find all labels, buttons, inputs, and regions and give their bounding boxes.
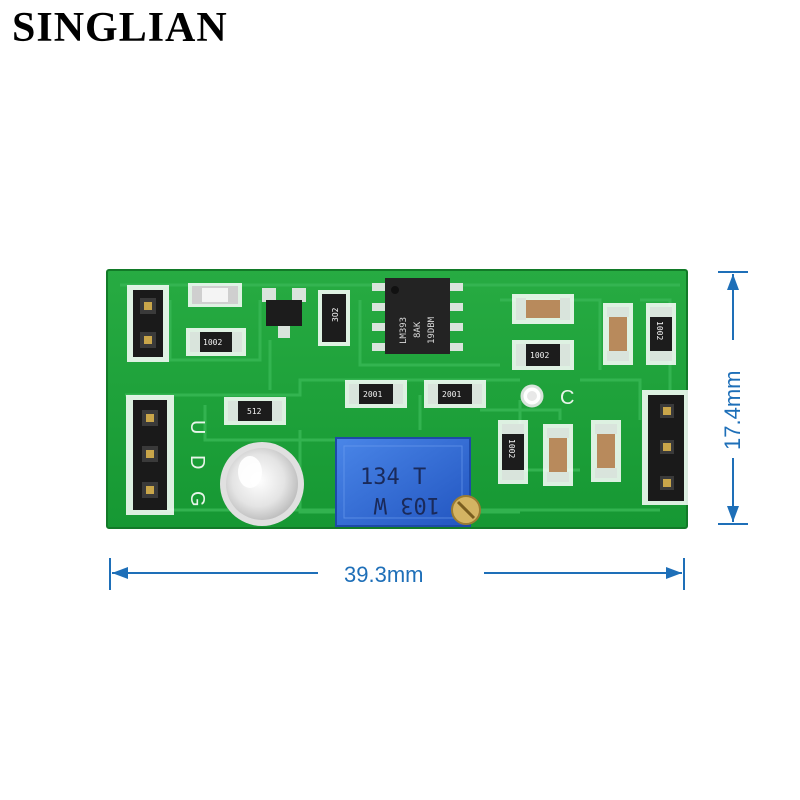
three-pin-header-right xyxy=(642,390,688,505)
device-3o2-label: 3O2 xyxy=(331,307,340,322)
chip-label-2: 8AK xyxy=(413,321,423,338)
pin-label-g: G xyxy=(186,491,208,507)
resistor-r4-label: 2001 xyxy=(442,390,461,399)
resistor-r3: 2001 xyxy=(345,380,407,408)
width-label: 39.3mm xyxy=(344,562,423,587)
height-label: 17.4mm xyxy=(720,371,745,450)
chip-label-3: 19DBM xyxy=(427,316,437,344)
chip-label-1: LM393 xyxy=(399,317,409,344)
resistor-r6-label: 1002 xyxy=(655,321,664,340)
resistor-r2: 512 xyxy=(224,397,286,425)
resistor-r2-label: 512 xyxy=(247,407,262,416)
round-sensor xyxy=(220,442,304,526)
resistor-r6: 1002 xyxy=(646,303,676,365)
capacitor-c2 xyxy=(603,303,633,365)
pin-label-d: D xyxy=(186,455,208,469)
resistor-r7: 1002 xyxy=(498,420,528,484)
height-dimension xyxy=(718,271,748,525)
pot-label-1: 134 T xyxy=(360,465,426,490)
comparator-chip: LM393 8AK 19DBM xyxy=(372,278,463,354)
capacitor-c1 xyxy=(512,294,574,324)
smd-led xyxy=(188,283,242,307)
capacitor-c3 xyxy=(543,424,573,486)
pin-label-u: U xyxy=(186,420,208,434)
three-pin-header-left xyxy=(126,395,174,515)
pot-label-2: 103 W xyxy=(373,492,440,517)
smd-device-3o2: 3O2 xyxy=(318,290,350,346)
via-hole xyxy=(520,384,544,408)
resistor-r3-label: 2001 xyxy=(363,390,382,399)
resistor-r5-label: 1002 xyxy=(530,351,549,360)
trimmer-potentiometer: 134 T 103 W xyxy=(335,437,481,527)
resistor-r1: 1002 xyxy=(186,328,246,356)
transistor xyxy=(262,288,306,338)
two-pin-header xyxy=(127,285,169,362)
resistor-r1-label: 1002 xyxy=(203,338,222,347)
pin-labels: U D G xyxy=(186,420,208,507)
brand-logo: SINGLIAN xyxy=(12,5,228,51)
resistor-r5: 1002 xyxy=(512,340,574,370)
capacitor-c4 xyxy=(591,420,621,482)
board-mark-c: C xyxy=(560,387,574,409)
width-dimension xyxy=(109,558,685,590)
resistor-r7-label: 1002 xyxy=(507,439,516,458)
resistor-r4: 2001 xyxy=(424,380,486,408)
